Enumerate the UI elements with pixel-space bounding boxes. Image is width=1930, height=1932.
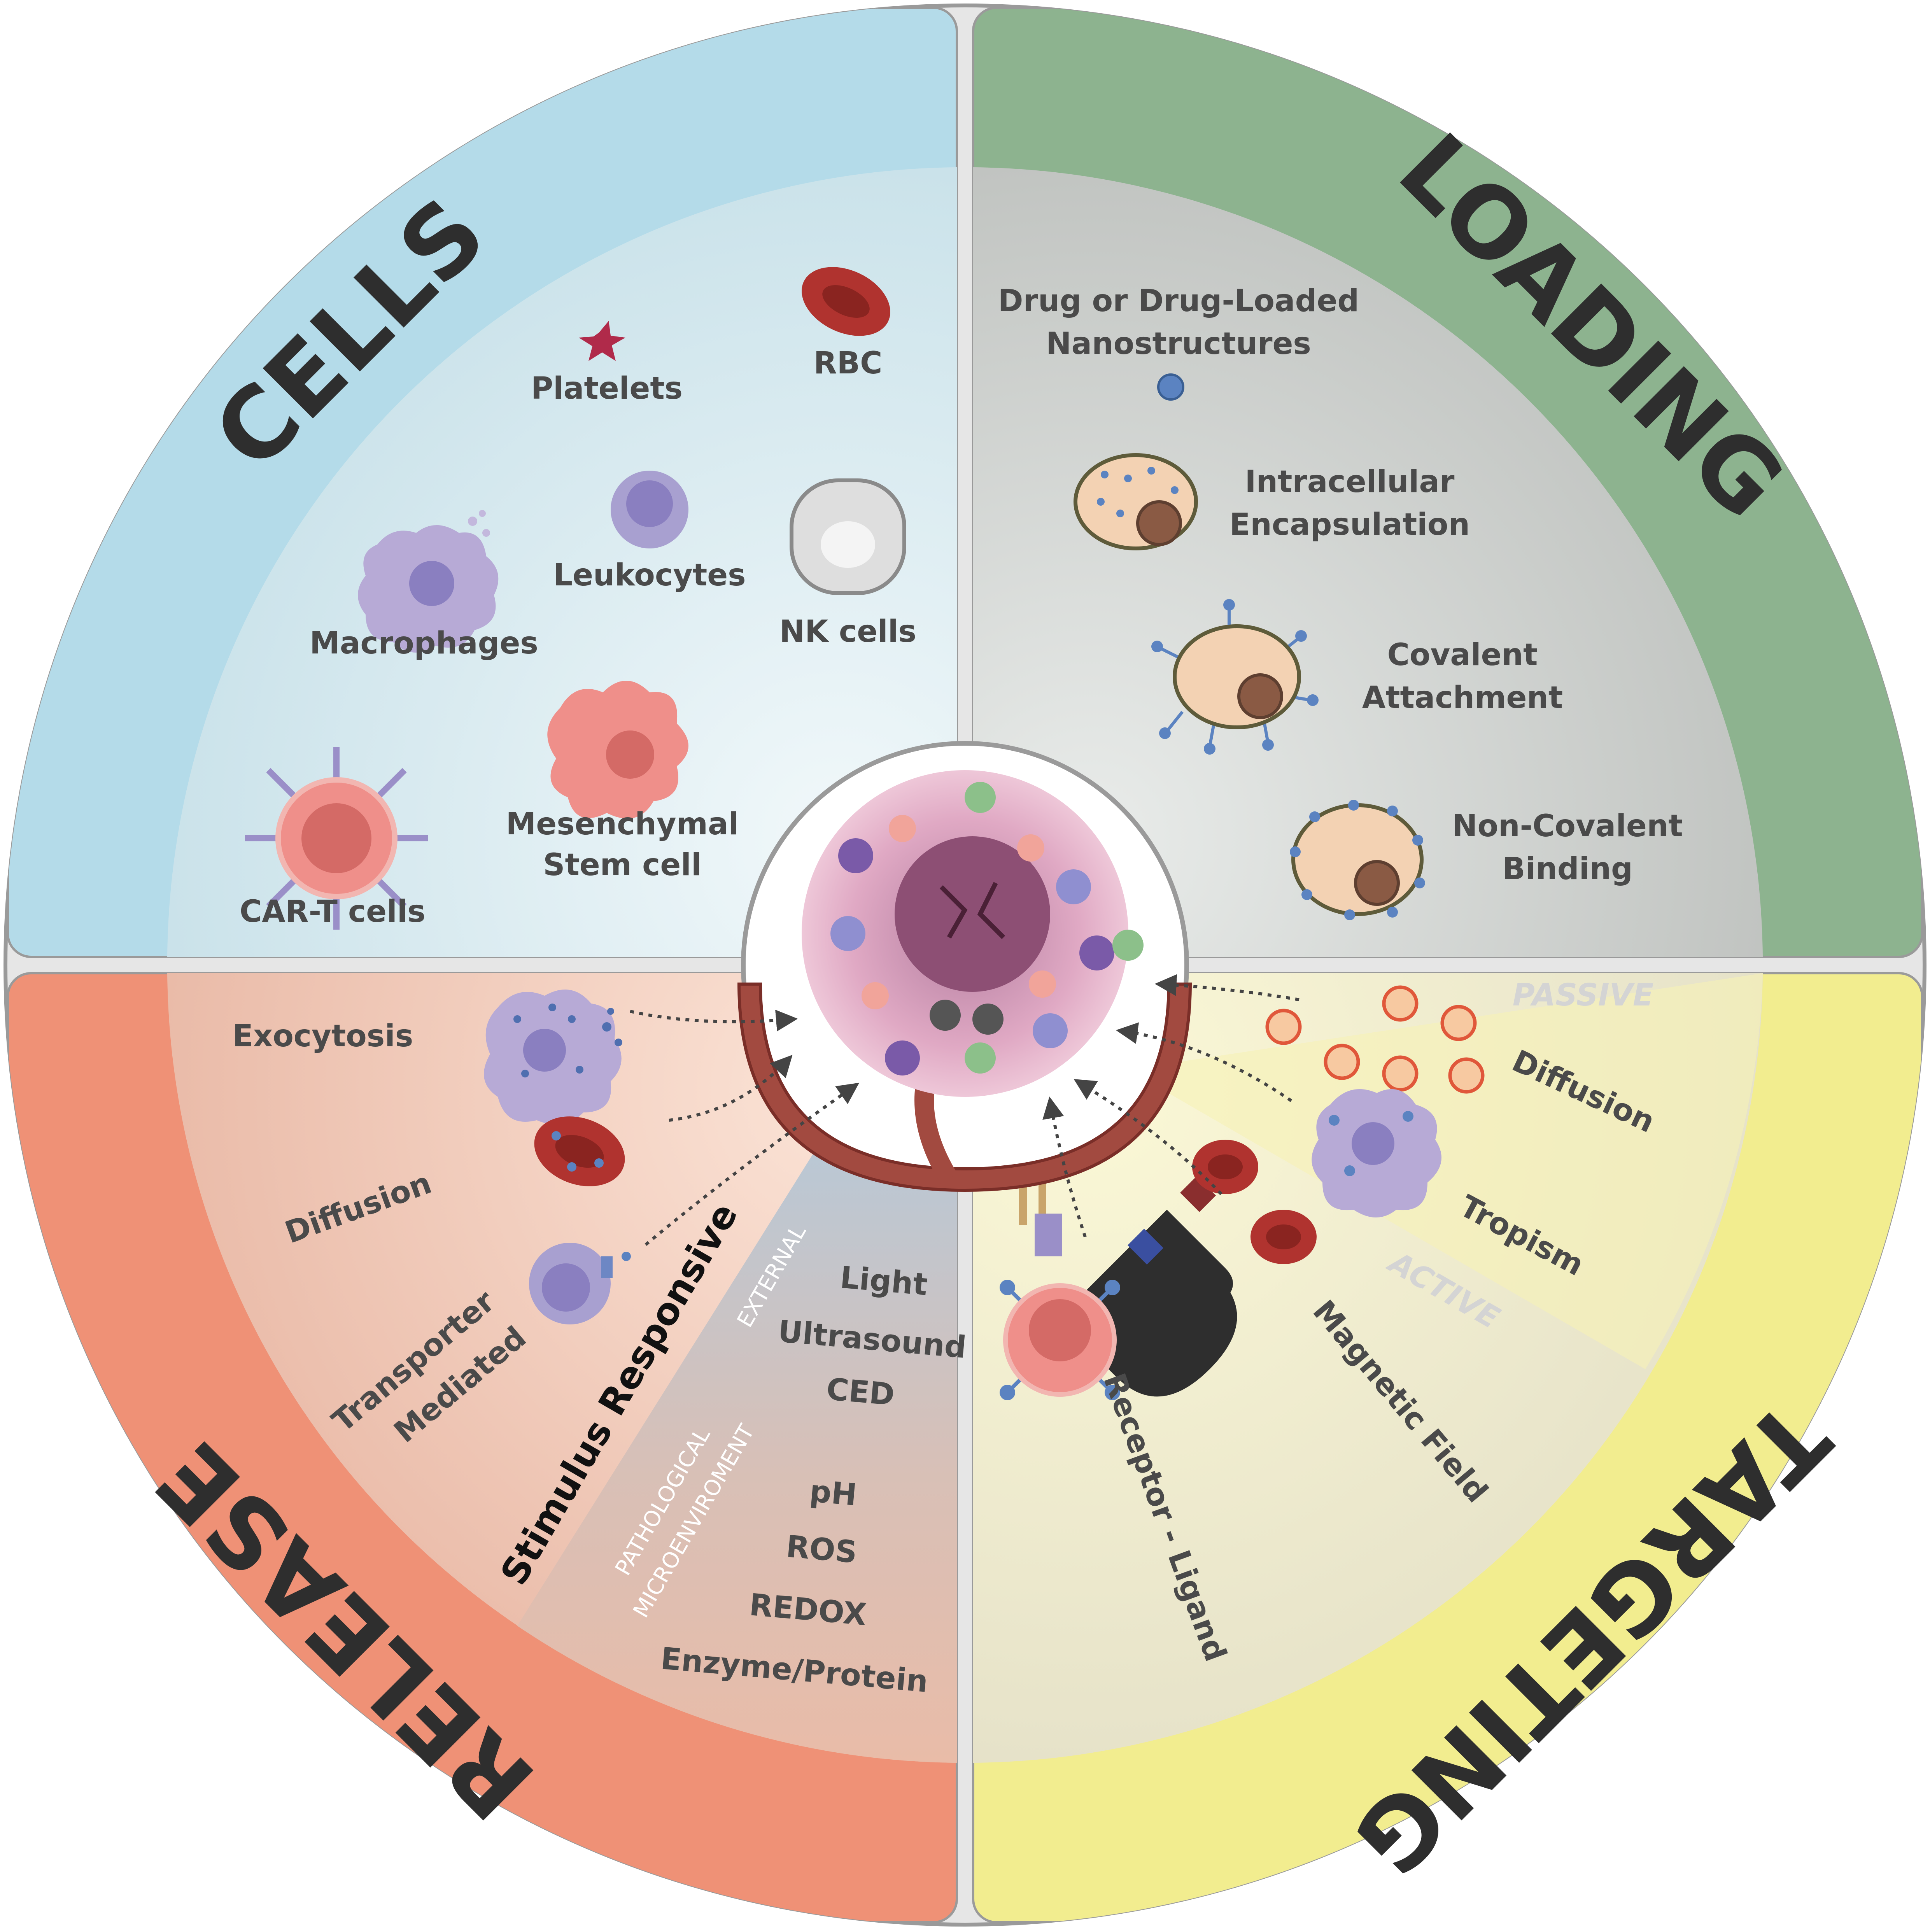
blood-vessel xyxy=(737,983,1192,1192)
ros-label: ROS xyxy=(785,1529,858,1570)
non-covalent-cell-icon xyxy=(1290,800,1425,920)
tumor-cell xyxy=(862,982,889,1009)
car-t-cell-icon xyxy=(245,747,428,930)
stem-cell-label: Stem cell xyxy=(543,848,701,883)
arrow-exocytosis xyxy=(630,1009,798,1032)
passive-label: PASSIVE xyxy=(1513,978,1654,1013)
immune-cell xyxy=(830,916,865,951)
targeting-quadrant xyxy=(972,972,1923,1923)
immune-cell xyxy=(885,1040,920,1075)
cells-items: Platelets RBC Leukocytes NK cells Macrop… xyxy=(240,267,916,930)
vessel-branch xyxy=(914,1079,958,1184)
cells-inner-area xyxy=(167,167,957,957)
tropism-cell-icon xyxy=(1312,1089,1441,1217)
fibroblast xyxy=(965,1042,996,1074)
macrophages-label: Macrophages xyxy=(310,626,538,661)
rbc-label: RBC xyxy=(814,346,883,381)
stimulus-wedge xyxy=(517,1128,957,1763)
leukocyte-icon xyxy=(611,471,688,548)
fibroblast xyxy=(965,782,996,813)
macrophage-icon xyxy=(358,510,499,653)
exocytosis-cell-icon xyxy=(484,990,622,1125)
arrow-diffusion-release xyxy=(669,1054,793,1122)
ph-label: pH xyxy=(808,1474,858,1513)
ced-label: CED xyxy=(825,1372,896,1413)
tumor-cell xyxy=(889,815,916,842)
tumor-cell xyxy=(1029,970,1056,998)
immune-cell xyxy=(838,838,873,873)
drug-label-line1: Drug or Drug-Loaded xyxy=(998,284,1359,319)
necrotic-cell xyxy=(930,1000,961,1031)
leukocytes-label: Leukocytes xyxy=(553,558,746,593)
tumor-fissures xyxy=(939,882,1005,939)
arrow-receptor xyxy=(1042,1096,1087,1238)
binding-label: Binding xyxy=(1502,851,1633,886)
tumor-core xyxy=(895,836,1050,992)
loading-items: Drug or Drug-Loaded Nanostructures Intra… xyxy=(998,284,1683,920)
rbc-icon xyxy=(802,267,890,336)
passive-wedge xyxy=(1128,973,1763,1369)
nanoparticle-cluster-icon xyxy=(1265,985,1485,1094)
attachment-label: Attachment xyxy=(1362,680,1563,715)
encapsulation-label: Encapsulation xyxy=(1229,507,1470,542)
tumor-center xyxy=(737,741,1192,1192)
drug-label-line2: Nanostructures xyxy=(1046,326,1311,361)
necrotic-cell xyxy=(972,1004,1004,1035)
immune-cell xyxy=(1079,935,1114,970)
non-covalent-label: Non-Covalent xyxy=(1452,809,1683,844)
tumor-cell xyxy=(1017,834,1044,862)
mesenchymal-stem-cell-icon xyxy=(547,681,688,819)
arrow-passive-top xyxy=(1154,974,1300,1001)
fibroblast xyxy=(1112,930,1144,961)
nk-cells-label: NK cells xyxy=(779,614,916,649)
exocytosis-label: Exocytosis xyxy=(233,1019,413,1054)
immune-cell xyxy=(1033,1013,1068,1048)
delivery-arrows xyxy=(630,974,1300,1246)
covalent-label: Covalent xyxy=(1387,638,1538,673)
transporter-cell-icon xyxy=(529,1243,631,1324)
diffusion-rbc-icon xyxy=(534,1116,625,1186)
drug-nanoparticle-icon xyxy=(1157,373,1184,401)
platelets-label: Platelets xyxy=(531,371,683,406)
magnetic-rbc-icons xyxy=(1192,1140,1317,1264)
arrow-magnetic xyxy=(1074,1079,1222,1195)
nk-cell-icon xyxy=(790,478,906,595)
loading-inner-area xyxy=(973,167,1763,957)
light-label: Light xyxy=(839,1260,929,1302)
mesenchymal-label: Mesenchymal xyxy=(506,807,739,842)
platelet-icon xyxy=(579,321,625,361)
car-t-label: CAR-T cells xyxy=(240,894,426,929)
immune-cell xyxy=(1056,869,1091,904)
intracellular-cell-icon xyxy=(1074,453,1198,550)
intracellular-label: Intracellular xyxy=(1245,464,1455,499)
covalent-cell-icon xyxy=(1151,599,1319,755)
